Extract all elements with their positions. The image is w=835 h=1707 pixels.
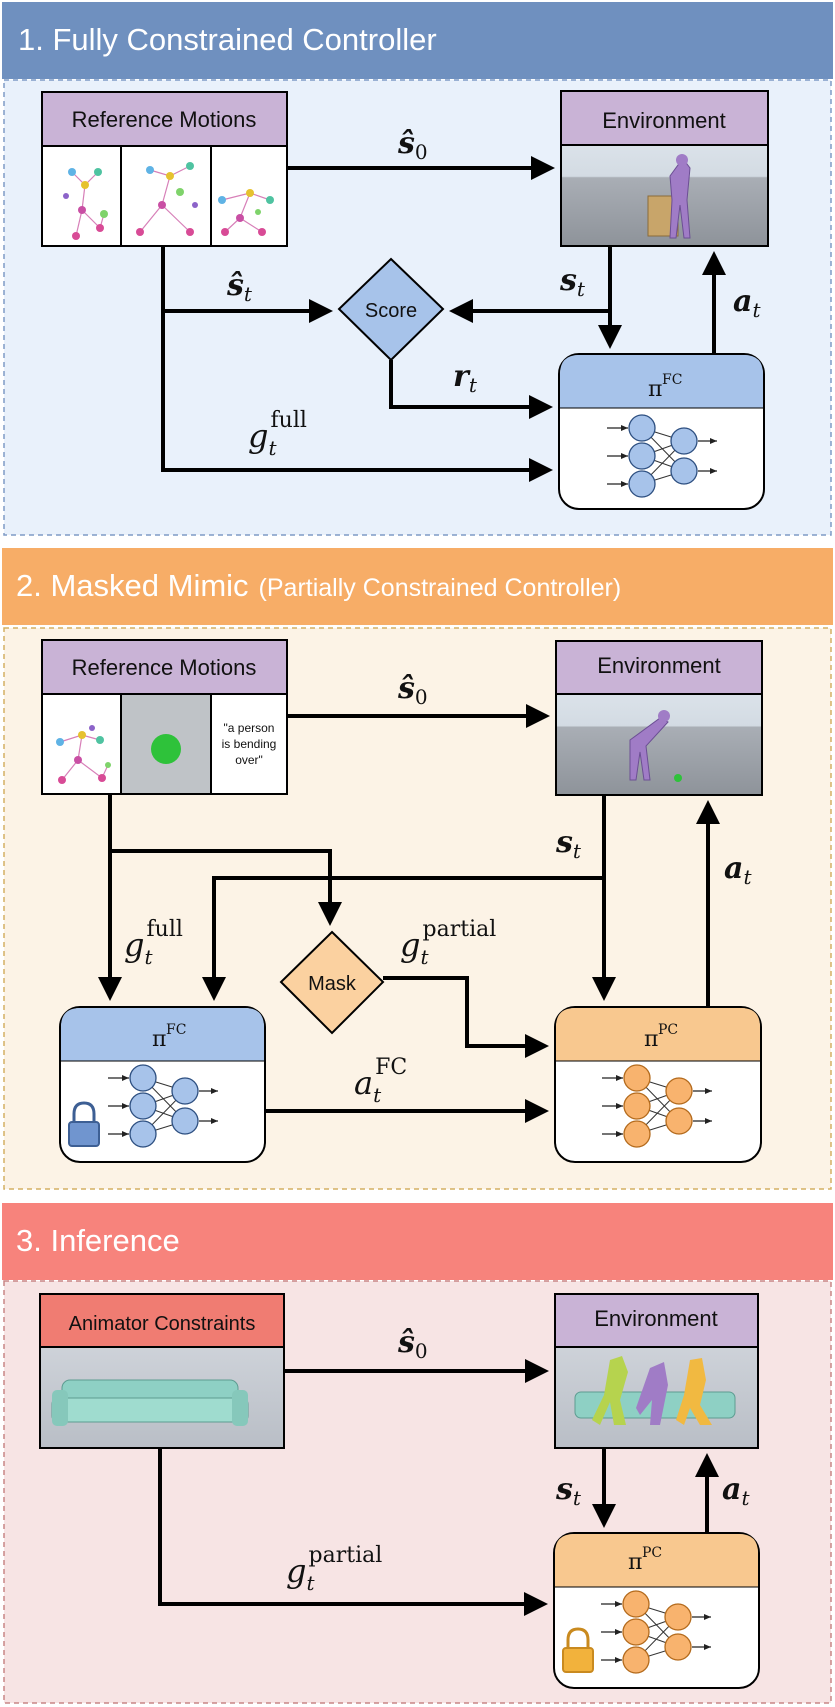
- mask-node: Mask: [279, 930, 385, 1035]
- section-3-arrows: [158, 1359, 719, 1616]
- text-constraint-line-2: is bending: [222, 737, 277, 751]
- policy-fc-symbol-2: π: [152, 1027, 166, 1052]
- humanoid-with-box-icon: [647, 154, 691, 239]
- policy-fc-node-2: π FC: [59, 1006, 266, 1163]
- label-a-fc-2: atFC: [354, 1055, 407, 1107]
- section-2-labels: ŝ0 st at gtfull gtpartial atFC: [124, 671, 752, 1107]
- skeleton-motion-icon-2: [56, 725, 111, 784]
- lock-icon-orange: [562, 1627, 594, 1673]
- policy-fc-node-1: π FC: [558, 353, 765, 510]
- section-3-header: [2, 1203, 833, 1280]
- text-constraint-line-1: "a person: [224, 721, 275, 735]
- reference-motions-box-2: Reference Motions "a person is bending o…: [41, 639, 288, 795]
- environment-box-1: Environment: [560, 90, 769, 247]
- label-g-partial-3: gtpartial: [286, 1543, 382, 1595]
- label-a-t-2: at: [724, 851, 752, 889]
- policy-pc-node-3: π PC: [553, 1532, 760, 1689]
- label-s0-3: ŝ0: [397, 1325, 428, 1363]
- neural-net-icon-3: [602, 1064, 712, 1148]
- lock-icon-blue: [68, 1101, 100, 1147]
- neural-net-icon-4: [601, 1590, 711, 1674]
- policy-fc-sup-2: FC: [166, 1022, 186, 1038]
- policy-fc-sup-1: FC: [662, 372, 682, 388]
- policy-fc-symbol-1: π: [648, 377, 662, 402]
- label-s0-2: ŝ0: [397, 671, 428, 709]
- label-s-t-1: st: [559, 263, 586, 301]
- environment-label-1: Environment: [602, 108, 726, 133]
- animator-constraints-label: Animator Constraints: [69, 1313, 256, 1335]
- label-g-full-1: gtfull: [248, 408, 307, 460]
- section-2-header: [2, 548, 833, 625]
- humanoids-on-couch-icon: [574, 1356, 736, 1425]
- label-s-t-3: st: [555, 1472, 582, 1510]
- section-2: 2. Masked Mimic(Partially Constrained Co…: [2, 548, 833, 1190]
- environment-label-3: Environment: [594, 1306, 718, 1331]
- environment-box-2: Environment: [555, 640, 763, 796]
- label-a-t-3: at: [722, 1472, 750, 1510]
- reference-motions-label-2: Reference Motions: [72, 655, 257, 680]
- reference-motions-box-1: Reference Motions: [41, 91, 288, 247]
- label-a-t-1: at: [733, 284, 761, 322]
- section-2-arrows: [98, 704, 720, 1123]
- humanoid-bending-icon: [629, 710, 682, 782]
- label-g-partial-2: gtpartial: [400, 917, 496, 969]
- neural-net-icon-2: [108, 1064, 218, 1148]
- label-g-full-2: gtfull: [124, 917, 183, 969]
- section-2-title: 2. Masked Mimic(Partially Constrained Co…: [16, 568, 621, 603]
- policy-pc-symbol-2: π: [644, 1027, 658, 1052]
- score-label: Score: [365, 300, 417, 322]
- section-1-title: 1. Fully Constrained Controller: [18, 22, 437, 57]
- label-s-t-2: st: [555, 825, 582, 863]
- section-1-header: [2, 2, 833, 79]
- policy-pc-symbol-3: π: [628, 1550, 642, 1575]
- policy-pc-sup-3: PC: [642, 1545, 662, 1561]
- section-1-arrows: [161, 156, 726, 482]
- section-3-labels: ŝ0 st at gtpartial: [286, 1325, 750, 1595]
- mask-label: Mask: [308, 973, 357, 995]
- section-3-title: 3. Inference: [16, 1223, 180, 1258]
- neural-net-icon-1: [607, 414, 717, 498]
- environment-box-3: Environment: [554, 1293, 759, 1449]
- animator-constraints-box: Animator Constraints: [39, 1293, 285, 1449]
- couch-icon: [51, 1379, 249, 1426]
- text-constraint-line-3: over": [235, 753, 263, 767]
- label-s0-1: ŝ0: [397, 126, 428, 164]
- section-3: 3. Inference Animator Constraints Enviro…: [2, 1203, 833, 1704]
- environment-label-2: Environment: [597, 653, 721, 678]
- reference-motions-label-1: Reference Motions: [72, 107, 257, 132]
- policy-pc-sup-2: PC: [658, 1022, 678, 1038]
- section-1-labels: ŝ0 ŝt st at rt gtfull: [226, 126, 761, 460]
- label-shat-t-1: ŝt: [226, 268, 253, 306]
- policy-pc-node-2: π PC: [554, 1006, 762, 1163]
- green-target-icon: [151, 734, 181, 764]
- skeleton-motion-icon: [63, 162, 274, 240]
- section-1: 1. Fully Constrained Controller Referenc…: [2, 2, 833, 536]
- label-r-t-1: rt: [453, 359, 478, 397]
